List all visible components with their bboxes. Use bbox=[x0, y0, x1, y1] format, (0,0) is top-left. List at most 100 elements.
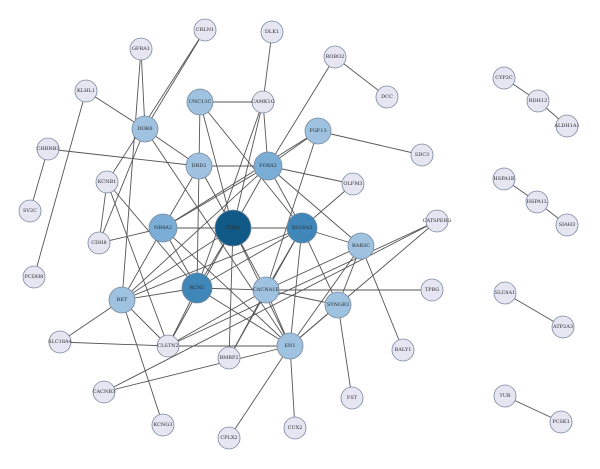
node-circle bbox=[108, 286, 136, 314]
node-label: TUB bbox=[499, 393, 511, 399]
edge-klhl1-pcdh8 bbox=[33, 90, 87, 278]
node-label: RCN1 bbox=[189, 285, 204, 291]
node-label: SLC6A3 bbox=[292, 225, 313, 231]
edge-unc13c-chat bbox=[199, 101, 234, 229]
node-pcsk1: PCSK1 bbox=[549, 410, 573, 434]
node-label: CHAT bbox=[226, 225, 242, 231]
node-chrnb3: CHRNB3 bbox=[36, 137, 60, 161]
node-circle bbox=[492, 66, 516, 90]
node-label: NR4A2 bbox=[154, 225, 172, 231]
node-pcdh8: PCDH8 bbox=[22, 265, 46, 289]
edge-syngr3-fst bbox=[337, 304, 353, 399]
node-label: ROBO2 bbox=[326, 54, 345, 60]
node-baly1: BALY1 bbox=[391, 338, 415, 362]
node-circle bbox=[549, 410, 573, 434]
node-circle bbox=[493, 281, 517, 305]
node-label: FST bbox=[347, 395, 358, 401]
edge-chat-bmbp2 bbox=[228, 227, 234, 359]
node-atp2a3: ATP2A3 bbox=[551, 315, 575, 339]
node-tpbg: TPBG bbox=[420, 278, 444, 302]
node-label: EN1 bbox=[284, 343, 295, 349]
node-label: CYP2C bbox=[495, 75, 513, 81]
node-label: BMBP2 bbox=[219, 355, 238, 361]
node-label: SLC18A4 bbox=[48, 339, 72, 345]
node-circle bbox=[186, 88, 214, 116]
edge-camk1g-chat bbox=[232, 101, 264, 229]
node-circle bbox=[304, 117, 332, 145]
node-label: BALY1 bbox=[395, 347, 412, 353]
node-circle bbox=[323, 45, 347, 69]
node-hspa1l: HSPA1L bbox=[525, 190, 549, 214]
node-circle bbox=[260, 20, 284, 44]
node-rdh12: RDH12 bbox=[526, 89, 550, 113]
edge-slc6a3-ret bbox=[121, 227, 303, 301]
node-aldh1a1: ALDH1A1 bbox=[553, 114, 580, 138]
node-dok6: DOK6 bbox=[131, 115, 159, 143]
node-circle bbox=[74, 79, 98, 103]
edge-foxa2-nr4a2 bbox=[162, 165, 269, 229]
node-circle bbox=[217, 426, 241, 450]
edge-dok6-cdh8 bbox=[98, 128, 146, 244]
node-cux2: CUX2 bbox=[283, 416, 307, 440]
node-label: FOXA2 bbox=[259, 163, 277, 169]
node-circle bbox=[185, 152, 213, 180]
node-label: UNC13C bbox=[189, 99, 212, 105]
node-unc13c: UNC13C bbox=[186, 88, 214, 116]
node-cdh8: CDH8 bbox=[87, 231, 111, 255]
edge-foxa2-olfm3 bbox=[267, 165, 354, 185]
edge-slc18a4-clstn2 bbox=[59, 341, 169, 347]
node-rab3c: RAB3C bbox=[347, 232, 375, 260]
edge-nr4a2-en1 bbox=[162, 227, 291, 347]
node-circle bbox=[48, 330, 72, 354]
node-circle bbox=[286, 212, 318, 244]
node-kcnb1: KCNB1 bbox=[95, 170, 119, 194]
edge-chat-ret bbox=[121, 227, 234, 301]
node-label: HSPA1B bbox=[493, 176, 514, 182]
edge-en1-cacnb3 bbox=[103, 345, 291, 393]
node-circle bbox=[151, 413, 175, 437]
node-label: TPBG bbox=[425, 287, 439, 293]
edge-ret-kcng3 bbox=[121, 299, 164, 426]
node-circle bbox=[95, 170, 119, 194]
node-sv2c: SV2C bbox=[18, 199, 42, 223]
node-robo2: ROBO2 bbox=[323, 45, 347, 69]
node-label: SV2C bbox=[23, 208, 37, 214]
node-circle bbox=[252, 276, 280, 304]
node-cyp2c: CYP2C bbox=[492, 66, 516, 90]
edge-foxa2-ret bbox=[121, 165, 269, 301]
node-bmbp2: BMBP2 bbox=[217, 346, 241, 370]
edge-en1-cux2 bbox=[289, 345, 296, 429]
edge-fgf13-nr4a2 bbox=[162, 130, 319, 229]
edge-kcnb1-clstn2 bbox=[106, 181, 169, 347]
node-olfm3: OLFM3 bbox=[341, 172, 365, 196]
node-label: DCC bbox=[381, 94, 393, 100]
node-circle bbox=[324, 291, 352, 319]
node-circle bbox=[493, 384, 517, 408]
node-kcng3: KCNG3 bbox=[151, 413, 175, 437]
node-circle bbox=[555, 114, 579, 138]
node-nr4a2: NR4A2 bbox=[148, 213, 178, 243]
node-label: PCDH8 bbox=[25, 274, 44, 280]
node-circle bbox=[283, 416, 307, 440]
node-label: CDH8 bbox=[91, 240, 106, 246]
node-circle bbox=[391, 338, 415, 362]
node-circle bbox=[87, 231, 111, 255]
node-label: ALDH1A1 bbox=[553, 123, 579, 129]
node-cplx2: CPLX2 bbox=[217, 426, 241, 450]
node-label: SIAH3 bbox=[559, 222, 576, 228]
node-fgf13: FGF13 bbox=[304, 117, 332, 145]
edge-rcn1-en1 bbox=[196, 287, 291, 347]
node-foxa2: FOXA2 bbox=[253, 151, 283, 181]
edge-crln1-kcnb1 bbox=[106, 29, 206, 183]
edge-fgf13-sdc3 bbox=[317, 130, 423, 156]
node-circle bbox=[526, 89, 550, 113]
edge-robo2-foxa2 bbox=[267, 56, 336, 167]
node-camk1g: CAMK1G bbox=[251, 90, 275, 114]
node-slc6a3: SLC6A3 bbox=[286, 212, 318, 244]
edge-unc13c-slc6a3 bbox=[199, 101, 303, 229]
node-label: CATSPERG bbox=[423, 218, 452, 224]
node-sdc3: SDC3 bbox=[410, 143, 434, 167]
node-circle bbox=[18, 199, 42, 223]
node-fst: FST bbox=[340, 386, 364, 410]
